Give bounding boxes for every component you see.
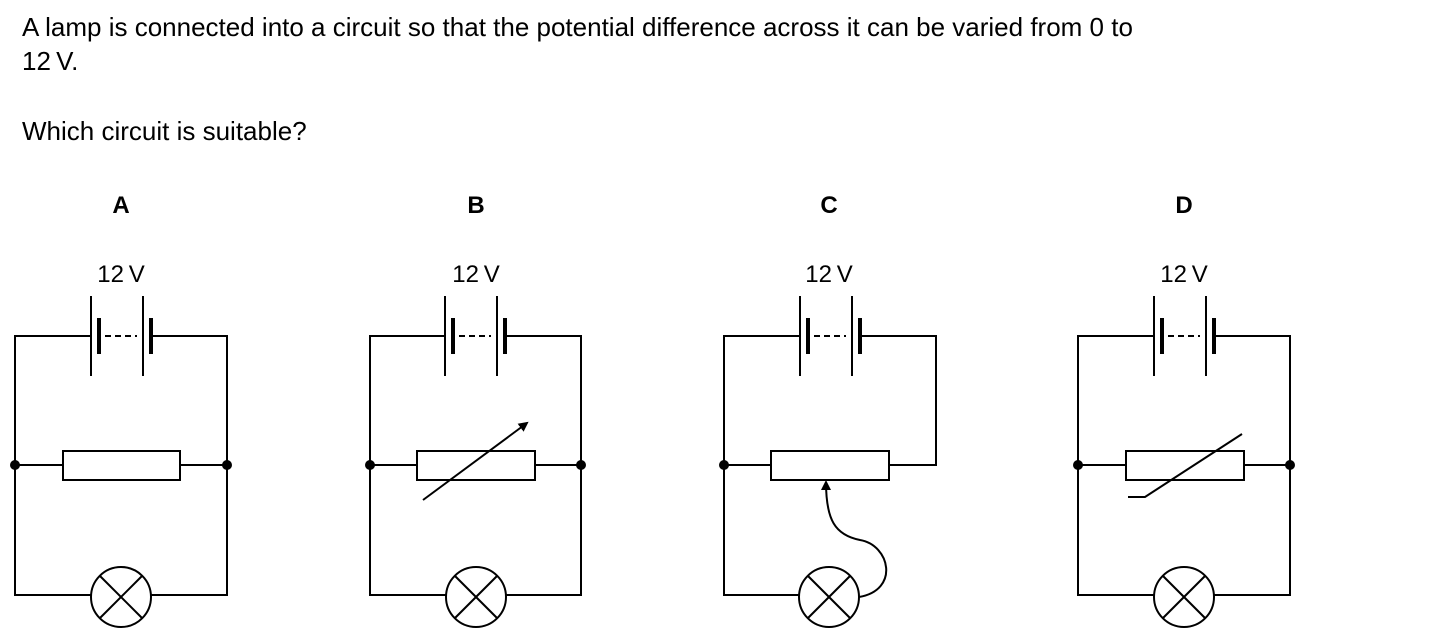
option-c[interactable]: C 12 V [719,192,937,628]
option-b-junction-right [576,460,586,470]
option-b-battery [444,296,507,376]
option-a-resistor [62,450,181,481]
question-prompt: Which circuit is suitable? [22,116,307,146]
option-a-junction-left [10,460,20,470]
option-b[interactable]: B 12 V [365,192,586,628]
option-a-circuit [14,296,228,628]
option-b-lamp [445,566,507,628]
option-b-variable-resistor [416,450,536,481]
option-d-label: D [1175,192,1192,219]
option-a-battery [90,296,153,376]
option-d-junction-right [1285,460,1295,470]
option-d-thermistor-line [1128,433,1243,498]
option-c-junction-left [719,460,729,470]
option-d-circuit [1077,296,1291,628]
option-d-lamp [1153,566,1215,628]
option-d-thermistor [1125,450,1245,481]
option-c-voltage-label: 12 V [805,261,853,288]
option-c-label: C [820,192,837,219]
option-a-junction-right [222,460,232,470]
stem-line-1: A lamp is connected into a circuit so th… [22,12,1133,42]
option-b-label: B [467,192,484,219]
option-d-voltage-label: 12 V [1160,261,1208,288]
option-d[interactable]: D 12 V [1073,192,1295,628]
option-c-potentiometer [770,450,890,481]
option-d-battery [1153,296,1216,376]
stem-line-2: 12 V. [22,46,79,76]
option-b-variable-arrow [422,421,529,501]
option-c-battery [799,296,862,376]
option-c-lamp [798,566,860,628]
option-b-junction-left [365,460,375,470]
question-stem: A lamp is connected into a circuit so th… [22,10,1422,148]
option-a-label: A [112,192,129,219]
option-d-junction-left [1073,460,1083,470]
option-c-sliding-contact [821,480,888,598]
option-b-voltage-label: 12 V [452,261,500,288]
option-a-voltage-label: 12 V [97,261,145,288]
option-a-lamp [90,566,152,628]
option-a[interactable]: A 12 V [10,192,232,628]
option-b-circuit [369,296,582,628]
option-c-circuit [723,296,937,628]
